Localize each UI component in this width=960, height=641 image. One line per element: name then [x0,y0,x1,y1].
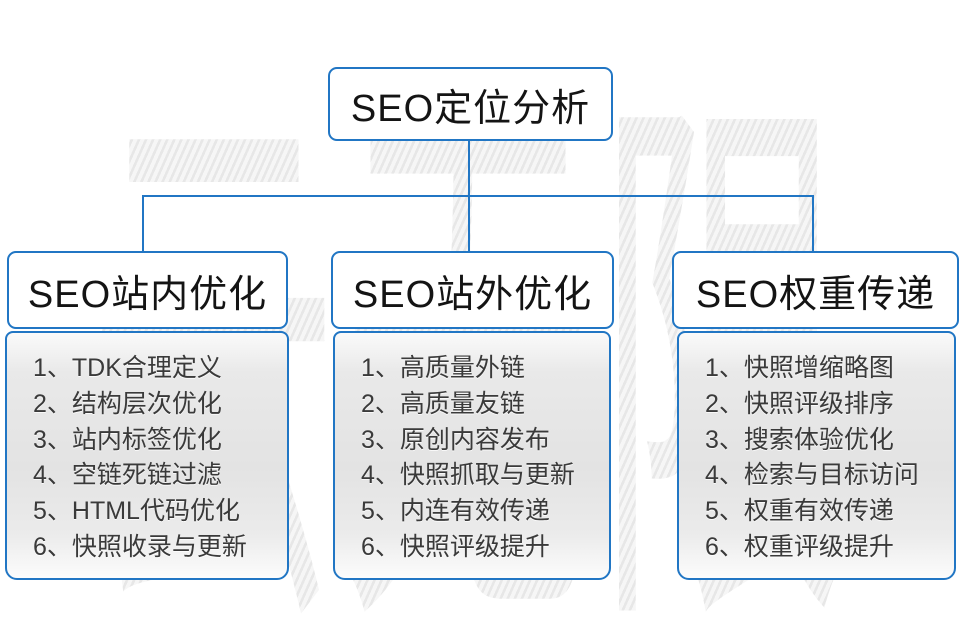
root-title: SEO定位分析 [350,87,591,130]
list-item: 6、快照评级提升 [361,532,550,561]
list-item: 5、内连有效传递 [361,497,550,526]
list-item: 5、HTML代码优化 [33,497,240,526]
connector-crossbar [142,195,814,197]
connector-drop-left [142,195,144,252]
list-item: 3、搜索体验优化 [705,425,894,454]
list-item: 6、权重评级提升 [705,532,894,561]
root-box: SEO定位分析 [328,67,613,141]
connector-drop-middle [468,195,470,252]
header-title: SEO站内优化 [27,273,268,316]
header-title: SEO站外优化 [352,273,593,316]
header-seo-weight: SEO权重传递 [672,251,959,329]
list-item: 2、高质量友链 [361,389,525,418]
panel-seo-offsite: 1、高质量外链 2、高质量友链 3、原创内容发布 4、快照抓取与更新 5、内连有… [333,331,611,580]
list-item: 4、检索与目标访问 [705,461,919,490]
list-item: 4、快照抓取与更新 [361,461,575,490]
header-seo-offsite: SEO站外优化 [331,251,614,329]
list-item: 1、TDK合理定义 [33,354,222,382]
list-item: 2、快照评级排序 [705,389,894,418]
list-item: 6、快照收录与更新 [33,532,247,561]
list-item: 1、高质量外链 [361,354,525,382]
list-item: 3、站内标签优化 [33,425,222,454]
list-item: 1、快照增缩略图 [705,354,894,382]
panel-seo-onsite: 1、TDK合理定义 2、结构层次优化 3、站内标签优化 4、空链死链过滤 5、H… [5,331,289,580]
header-seo-onsite: SEO站内优化 [7,251,288,329]
list-item: 5、权重有效传递 [705,497,894,526]
connector-drop-right [812,195,814,252]
panel-seo-weight: 1、快照增缩略图 2、快照评级排序 3、搜索体验优化 4、检索与目标访问 5、权… [677,331,956,580]
connector-trunk [468,137,470,197]
list-item: 4、空链死链过滤 [33,461,222,490]
header-title: SEO权重传递 [695,273,936,316]
list-item: 2、结构层次优化 [33,389,222,418]
list-item: 3、原创内容发布 [361,425,550,454]
